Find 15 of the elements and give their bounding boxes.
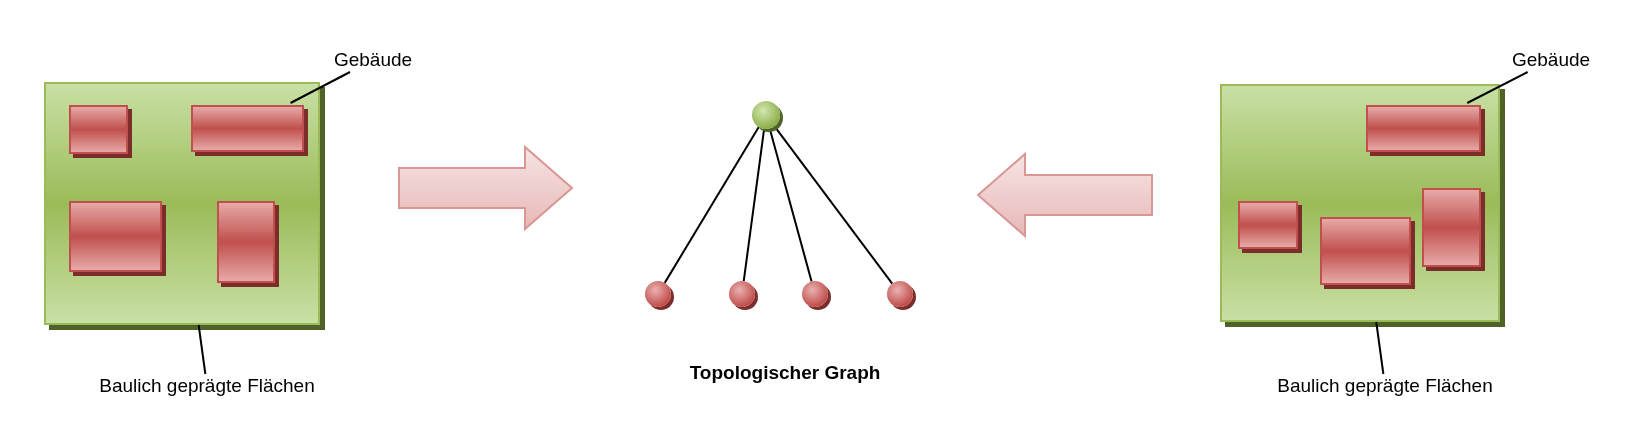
graph-edge xyxy=(663,126,760,284)
callout-text: Gebäude xyxy=(333,49,413,71)
graph-node xyxy=(887,281,913,307)
diagram-caption: Topologischer Graph xyxy=(688,362,882,384)
graph-node xyxy=(729,281,755,307)
graph-node xyxy=(645,281,671,307)
leader-line xyxy=(197,324,207,375)
leader-line xyxy=(289,71,351,104)
leader-line xyxy=(1375,321,1385,375)
graph-node xyxy=(752,101,780,129)
callout-text: Gebäude xyxy=(1511,49,1591,71)
callout-text: Baulich geprägte Flächen xyxy=(1277,375,1493,397)
graph-node xyxy=(802,281,828,307)
leader-line xyxy=(1466,71,1529,104)
callout-text: Baulich geprägte Flächen xyxy=(99,375,315,397)
